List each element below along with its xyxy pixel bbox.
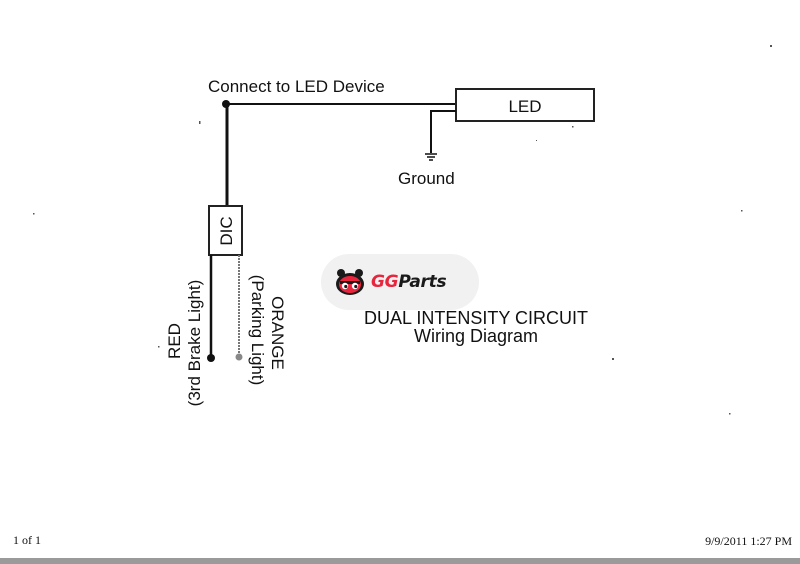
led-label: LED: [508, 97, 541, 116]
print-timestamp: 9/9/2011 1:27 PM: [705, 534, 792, 548]
led-box: [455, 88, 595, 122]
dic-label: DIC: [217, 216, 236, 245]
bottom-scrollbar: [0, 558, 800, 564]
ggparts-brand-text: GGParts: [371, 272, 447, 292]
red-wire-color-label: RED: [165, 323, 184, 359]
connect-label: Connect to LED Device: [208, 77, 385, 96]
title-line1: DUAL INTENSITY CIRCUIT: [363, 308, 589, 328]
diagram-title: DUAL INTENSITY CIRCUIT Wiring Diagram: [334, 309, 618, 345]
ground-symbol-icon: [425, 153, 437, 161]
ground-wire: [430, 110, 456, 153]
orange-wire-end: [235, 353, 243, 361]
red-wire-end: [207, 354, 215, 362]
ggparts-mascot-icon: [336, 269, 364, 295]
scan-specks: [33, 45, 772, 415]
red-wire-description: (3rd Brake Light): [185, 280, 204, 407]
ggparts-logo: GGParts: [321, 254, 479, 310]
orange-wire-color-label: ORANGE: [268, 296, 287, 370]
orange-wire-description: (Parking Light): [248, 275, 267, 386]
page-counter: 1 of 1: [13, 533, 41, 547]
dic-box: [208, 205, 243, 256]
title-line2: Wiring Diagram: [413, 326, 539, 346]
ground-label: Ground: [398, 169, 455, 188]
